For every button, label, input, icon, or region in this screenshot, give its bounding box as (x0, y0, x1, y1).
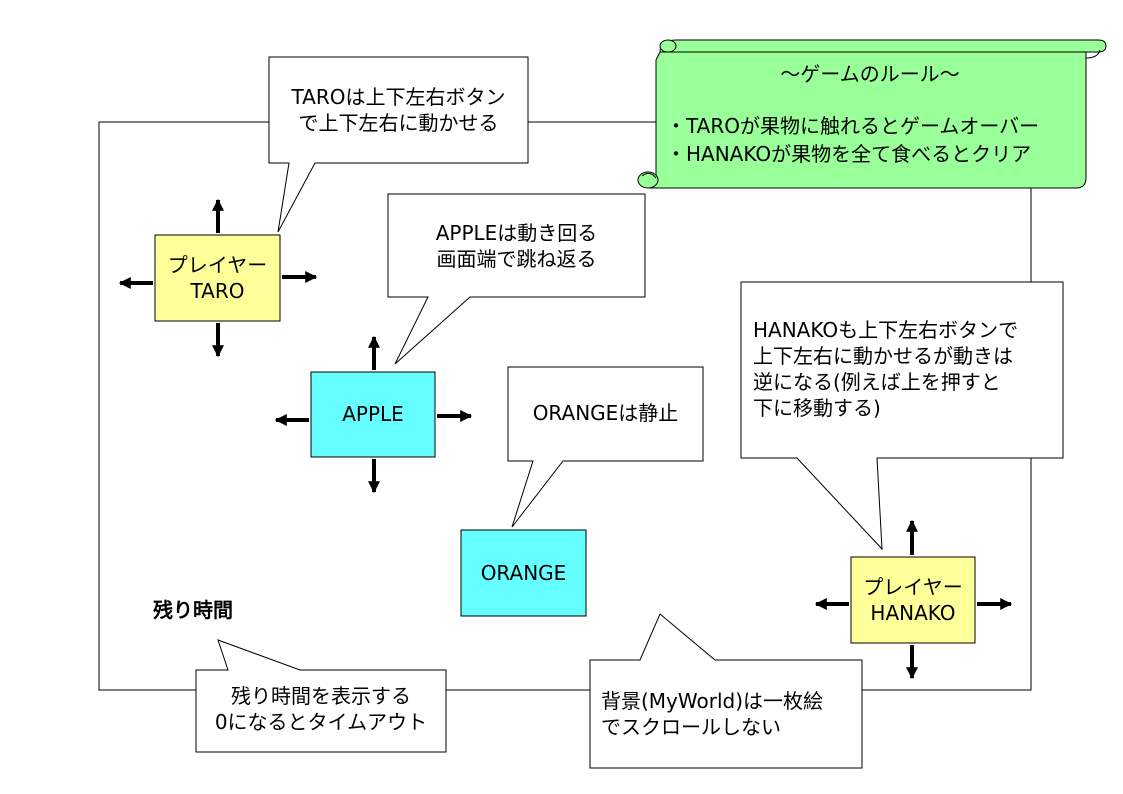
callout-apple-text: APPLEは動き回る 画面端で跳ね返る (435, 221, 598, 271)
timer-label: 残り時間 (153, 598, 233, 622)
rules-scroll (637, 39, 1107, 189)
callout-hanako-bubble (740, 281, 1064, 551)
orange-box (460, 529, 587, 617)
hanako-label: プレイヤー HANAKO (863, 575, 963, 625)
callout-timer-text: 残り時間を表示する 0になるとタイムアウト (214, 684, 428, 734)
taro-box (154, 234, 281, 322)
taro-label: プレイヤー TARO (167, 253, 268, 303)
callout-apple-bubble (387, 193, 646, 365)
callout-taro-text: TAROは上下左右ボタン で上下左右に動かせる (291, 85, 506, 135)
taro-direction-arrows (118, 198, 318, 358)
apple-box (310, 371, 436, 458)
callout-background-bubble (589, 613, 863, 769)
rules-line-2: ・HANAKOが果物を全て食べるとクリア (666, 142, 1032, 166)
callout-orange-text: ORANGEは静止 (532, 401, 679, 425)
apple-label: APPLE (342, 402, 404, 426)
apple-direction-arrows (274, 335, 473, 494)
callout-background-text: 背景(MyWorld)は一枚絵 でスクロールしない (601, 689, 824, 739)
callout-taro-bubble (268, 56, 529, 233)
hanako-box (850, 556, 976, 644)
callout-orange-bubble (507, 366, 704, 528)
callout-hanako-text: HANAKOも上下左右ボタンで 上下左右に動かせるが動きは 逆になる(例えば上を… (753, 318, 1019, 420)
rules-title: ～ゲームのルール～ (780, 62, 960, 86)
rules-line-1: ・TAROが果物に触れるとゲームオーバー (666, 114, 1040, 138)
callout-timer-bubble (195, 639, 447, 753)
hanako-direction-arrows (814, 519, 1013, 680)
orange-label: ORANGE (480, 561, 567, 585)
